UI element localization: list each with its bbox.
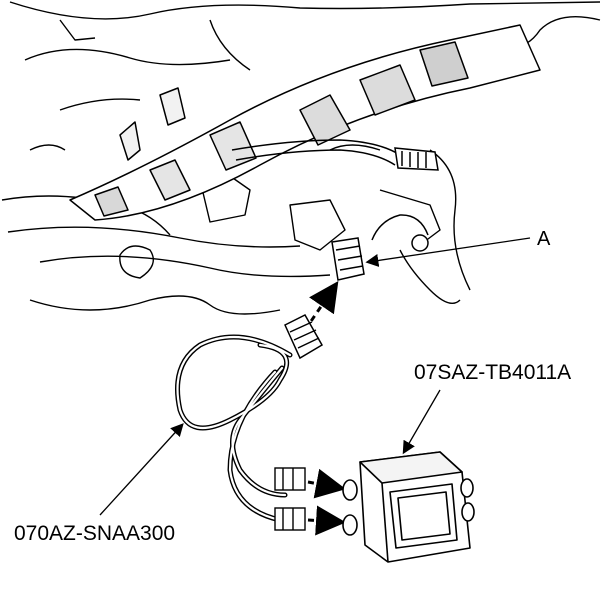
banana-plug-upper [274,467,306,491]
engine-harness [69,24,541,221]
harness-connector [394,147,439,171]
label-test-box-part-number: 07SAZ-TB4011A [414,361,572,384]
connection-arrow-up [303,281,339,331]
connection-arrow-upper [307,468,346,499]
leader-line-test-box [402,389,441,455]
test-box [342,451,475,563]
test-harness-plug [284,314,324,360]
test-harness-cable-inner [176,335,292,522]
label-test-harness-part-number: 070AZ-SNAA300 [14,522,176,545]
leader-line-test-harness [99,423,184,516]
vehicle-structure [1,1,601,315]
connection-arrow-lower [307,505,346,536]
leader-line-a [365,237,531,267]
connector-a [331,214,429,281]
label-connector-a: A [537,228,551,250]
banana-plug-lower [274,507,306,531]
test-harness-cable [175,334,293,523]
